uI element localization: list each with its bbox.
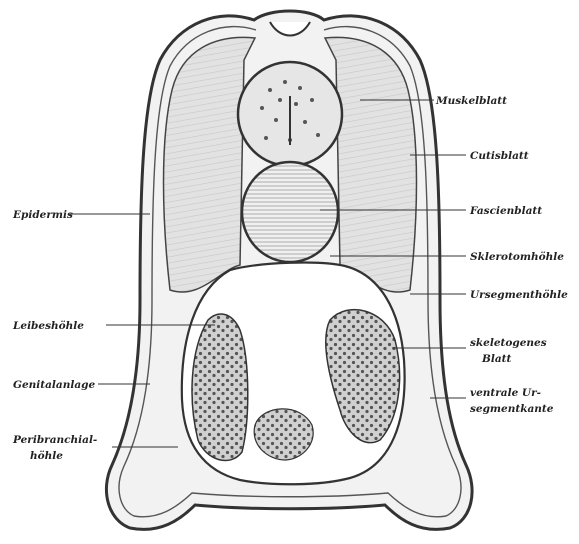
label-ursegmenthoehle: Ursegmenthöhle <box>470 289 568 301</box>
label-muskelblatt: Muskelblatt <box>435 95 507 107</box>
label-ventrale-1: ventrale Ur- <box>470 387 541 399</box>
skeletogenes-blatt-left <box>192 314 248 460</box>
label-leibeshoehle: Leibeshöhle <box>12 320 84 332</box>
label-peribranchial-2: höhle <box>30 450 63 462</box>
label-genitalanlage: Genitalanlage <box>13 379 95 391</box>
label-ventrale-2: segmentkante <box>470 403 554 415</box>
label-fascienblatt: Fascienblatt <box>469 205 542 217</box>
label-cutisblatt: Cutisblatt <box>470 150 529 162</box>
label-epidermis: Epidermis <box>12 209 73 221</box>
label-skeletogenes-1: skeletogenes <box>470 337 547 349</box>
label-peribranchial-1: Peribranchial- <box>12 434 97 446</box>
notochord <box>242 162 338 262</box>
label-skeletogenes-2: Blatt <box>481 353 512 365</box>
label-sklerotomhoehle: Sklerotomhöhle <box>470 251 564 263</box>
